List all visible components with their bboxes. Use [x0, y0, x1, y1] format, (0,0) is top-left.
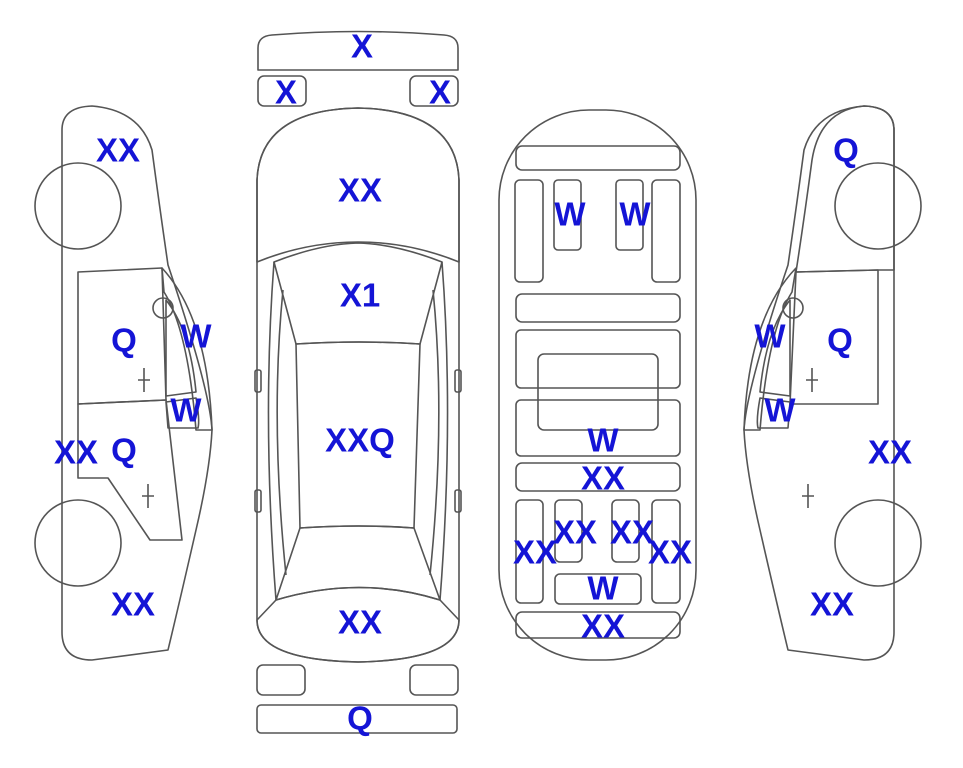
right-rear-wheel — [834, 499, 922, 587]
right-front-window[interactable] — [759, 299, 791, 397]
left-console — [514, 179, 544, 283]
label-left-rear-quarter: XX — [111, 586, 155, 623]
right-front-fender[interactable] — [795, 105, 895, 273]
label-top-left-tab: X — [275, 74, 297, 111]
rear-bumper-strip[interactable] — [256, 704, 458, 734]
left-handle — [254, 489, 262, 513]
left-door-handle-1 — [138, 368, 150, 392]
label-interior-seat-right: W — [619, 196, 651, 233]
label-left-front-fender: XX — [96, 132, 140, 169]
label-top-right-tab: X — [429, 74, 451, 111]
rear-window-panel — [275, 525, 441, 601]
label-hood: XX — [338, 172, 382, 209]
console-box — [537, 353, 659, 431]
front-right-tab[interactable] — [409, 75, 459, 107]
right-door-handle-2 — [802, 484, 814, 508]
label-rear-bumper: Q — [347, 700, 373, 737]
right-inner-contour — [429, 289, 440, 576]
label-right-rocker: XX — [868, 434, 912, 471]
sill-bar[interactable] — [515, 462, 681, 492]
left-mirror — [254, 369, 262, 393]
hood-panel[interactable] — [256, 107, 460, 263]
front-seat-left[interactable] — [553, 179, 582, 251]
right-mirror-bubble — [782, 297, 804, 319]
interior-outline — [498, 109, 697, 661]
label-interior-rear-center-right: XX — [610, 514, 654, 551]
rear-right-floor[interactable] — [651, 499, 681, 604]
rear-center-left[interactable] — [554, 499, 583, 563]
right-door-handle-1 — [806, 368, 818, 392]
right-handle — [454, 489, 462, 513]
label-left-front-door: Q — [111, 322, 137, 359]
label-left-rocker: XX — [54, 434, 98, 471]
label-interior-trunk-tray: W — [587, 570, 619, 607]
label-trunk-top: XX — [338, 604, 382, 641]
label-interior-rear-right: XX — [648, 534, 692, 571]
left-door-handle-2 — [142, 484, 154, 508]
label-interior-trunk-floor: XX — [581, 608, 625, 645]
left-rear-door[interactable] — [77, 399, 183, 541]
label-right-rear-window: W — [764, 392, 796, 429]
right-side-view — [743, 105, 922, 661]
interior-view — [498, 109, 697, 661]
trunk-top-panel[interactable] — [256, 586, 460, 663]
trunk-floor[interactable] — [515, 611, 681, 639]
label-interior-sill: XX — [581, 460, 625, 497]
label-top-strip: X — [351, 28, 373, 65]
left-inner-contour — [276, 289, 287, 576]
left-mirror-bubble — [152, 297, 174, 319]
right-window-frame — [743, 267, 797, 431]
trunk-tray[interactable] — [554, 573, 642, 605]
label-left-rear-door: Q — [111, 432, 137, 469]
front-left-tab[interactable] — [257, 75, 307, 107]
left-front-window[interactable] — [165, 299, 197, 397]
left-side-contour — [267, 261, 277, 601]
label-interior-rear-center-left: XX — [553, 514, 597, 551]
label-roof: XXQ — [325, 422, 395, 459]
right-side-contour — [439, 261, 449, 601]
labels: X X X XX X1 XXQ XX Q XX Q W W Q XX XX W … — [54, 28, 912, 737]
rear-center-right[interactable] — [611, 499, 640, 563]
right-front-wheel — [834, 162, 922, 250]
left-rear-wheel — [34, 499, 122, 587]
label-right-front-window: W — [754, 318, 786, 355]
front-bumper-strip[interactable] — [257, 30, 459, 71]
left-window-frame — [161, 267, 213, 431]
left-side-view — [34, 105, 213, 661]
label-interior-seat-left: W — [554, 196, 586, 233]
label-left-front-window: W — [180, 318, 212, 355]
dashboard — [515, 145, 681, 171]
right-rear-window-shape[interactable] — [756, 397, 791, 429]
right-console — [651, 179, 681, 283]
left-side-body[interactable] — [61, 105, 213, 661]
label-interior-rear-left: XX — [513, 534, 557, 571]
label-interior-bench: W — [587, 422, 619, 459]
rear-bench-frame — [515, 329, 681, 389]
label-right-rear-quarter: XX — [810, 586, 854, 623]
rear-right-tab — [409, 664, 459, 696]
right-side-body[interactable] — [743, 105, 895, 661]
mid-bar — [515, 293, 681, 323]
label-left-rear-window: W — [170, 392, 202, 429]
front-seat-right[interactable] — [615, 179, 644, 251]
left-rear-window[interactable] — [165, 397, 200, 429]
label-windshield: X1 — [340, 277, 380, 314]
rear-left-floor[interactable] — [515, 499, 544, 604]
rear-left-tab — [256, 664, 306, 696]
label-right-front-door: Q — [827, 322, 853, 359]
right-mirror — [454, 369, 462, 393]
left-front-wheel — [34, 162, 122, 250]
label-right-front-fender: Q — [833, 132, 859, 169]
rear-bench[interactable] — [515, 399, 681, 457]
top-view — [254, 30, 462, 734]
